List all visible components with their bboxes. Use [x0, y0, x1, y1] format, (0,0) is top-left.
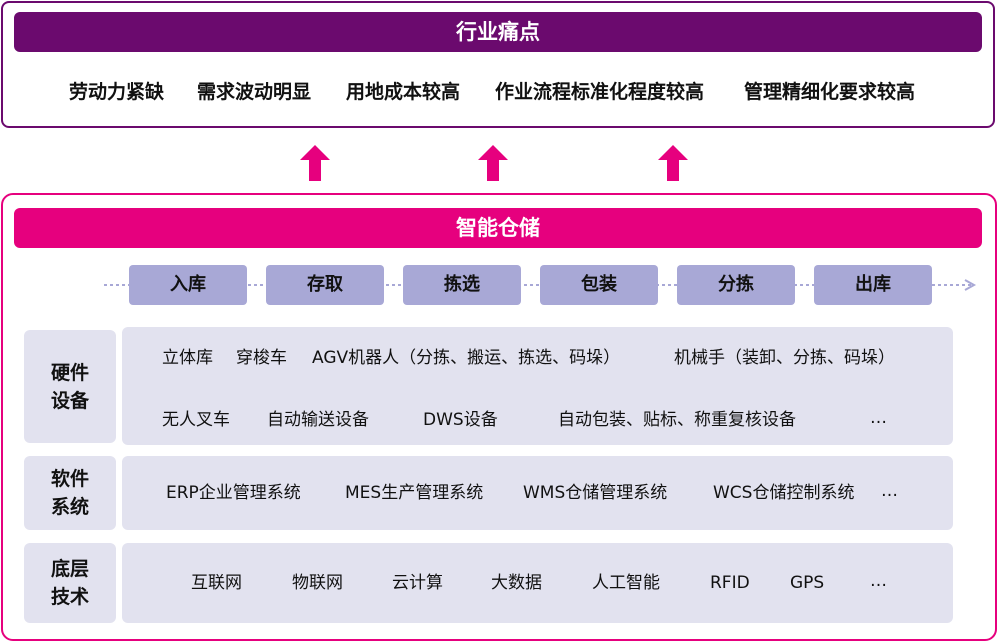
- ellipsis: …: [870, 408, 887, 428]
- ellipsis: …: [870, 571, 887, 591]
- software-item: ERP企业管理系统: [166, 483, 301, 503]
- pain-point-item: 需求波动明显: [197, 81, 312, 103]
- layer-body-hardware: 立体库 穿梭车 AGV机器人（分拣、搬运、拣选、码垛） 机械手（装卸、分拣、码垛…: [122, 327, 953, 445]
- layer-label-text: 软件系统: [50, 468, 89, 518]
- hardware-item: 机械手（装卸、分拣、码垛）: [674, 348, 895, 368]
- software-item: WCS仓储控制系统: [713, 483, 855, 503]
- pain-point-item: 管理精细化要求较高: [744, 81, 916, 103]
- layer-label-software: 软件系统: [24, 456, 116, 530]
- flow-step: 存取: [266, 265, 384, 305]
- smart-storage-title: 智能仓储: [14, 208, 982, 248]
- hardware-item: 无人叉车: [162, 410, 230, 430]
- technology-item: 互联网: [191, 573, 242, 593]
- technology-item: 物联网: [292, 573, 343, 593]
- flow-step: 入库: [129, 265, 247, 305]
- flow-step: 分拣: [677, 265, 795, 305]
- pain-points-title: 行业痛点: [14, 12, 982, 52]
- hardware-item: 自动输送设备: [267, 410, 369, 430]
- up-arrow-icon: [658, 145, 688, 181]
- layer-label-text: 底层技术: [50, 558, 89, 608]
- pain-point-item: 劳动力紧缺: [69, 81, 165, 103]
- hardware-item: 立体库: [162, 348, 213, 368]
- flow-step: 出库: [814, 265, 932, 305]
- technology-item: GPS: [790, 573, 825, 593]
- flow-step: 包装: [540, 265, 658, 305]
- hardware-item: 穿梭车: [236, 348, 287, 368]
- layer-label-hardware: 硬件设备: [24, 330, 116, 443]
- technology-item: 云计算: [392, 573, 443, 593]
- hardware-item: DWS设备: [423, 410, 498, 430]
- pain-point-item: 用地成本较高: [346, 81, 461, 103]
- layer-body-software: ERP企业管理系统 MES生产管理系统 WMS仓储管理系统 WCS仓储控制系统 …: [122, 456, 953, 530]
- technology-item: 人工智能: [592, 573, 660, 593]
- software-item: WMS仓储管理系统: [523, 483, 668, 503]
- layer-label-text: 硬件设备: [50, 361, 89, 412]
- pain-point-item: 作业流程标准化程度较高: [495, 81, 705, 103]
- technology-item: RFID: [710, 573, 750, 593]
- up-arrow-icon: [300, 145, 330, 181]
- layer-body-technology: 互联网 物联网 云计算 大数据 人工智能 RFID GPS …: [122, 543, 953, 623]
- hardware-item: 自动包装、贴标、称重复核设备: [558, 410, 796, 430]
- flow-step: 拣选: [403, 265, 521, 305]
- software-item: MES生产管理系统: [345, 483, 484, 503]
- ellipsis: …: [881, 481, 898, 501]
- pain-points-list: 劳动力紧缺 需求波动明显 用地成本较高 作业流程标准化程度较高 管理精细化要求较…: [0, 80, 1000, 104]
- layer-label-technology: 底层技术: [24, 543, 116, 623]
- technology-item: 大数据: [491, 573, 542, 593]
- hardware-item: AGV机器人（分拣、搬运、拣选、码垛）: [312, 348, 621, 368]
- up-arrow-icon: [478, 145, 508, 181]
